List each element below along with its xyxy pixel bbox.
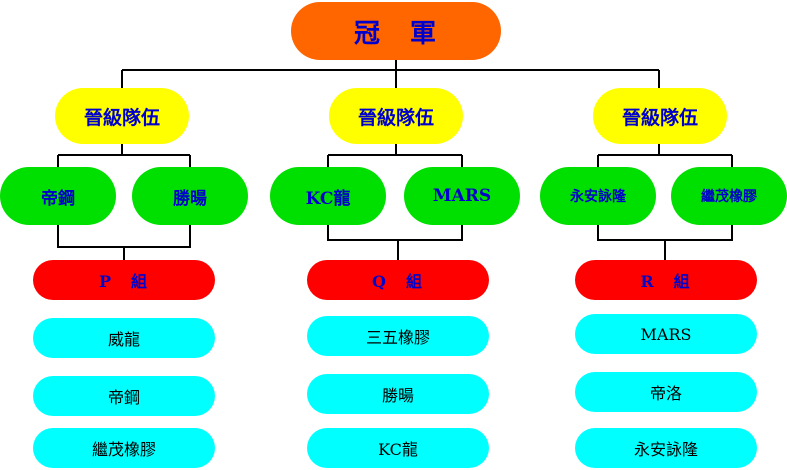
group-member: 勝暘 [307,374,489,414]
group-member: 威龍 [33,318,215,358]
group-header-q: Q 組 [307,260,489,300]
connector-col1-top [57,144,191,167]
champion-node: 冠 軍 [291,2,501,60]
connector-col2-top [327,144,463,167]
connector-col2-bottom [327,225,463,260]
group-member: 三五橡膠 [307,316,489,356]
connector-col3-bottom [597,225,733,260]
team-node-col1-left: 帝鋼 [0,167,116,225]
team-node-col3-right: 繼茂橡膠 [671,167,787,225]
promoted-node-col3: 晉級隊伍 [593,88,727,144]
team-node-col1-right: 勝暘 [132,167,248,225]
group-header-r: R 組 [575,260,757,300]
connector-col3-top [597,144,733,167]
team-node-col3-left: 永安詠隆 [540,167,656,225]
connector-champion [121,60,660,88]
group-member: MARS [575,314,757,354]
promoted-node-col1: 晉級隊伍 [55,88,189,144]
team-node-col2-right: MARS [404,167,520,225]
group-member: 永安詠隆 [575,428,757,468]
connector-col1-bottom [57,225,191,260]
group-member: KC龍 [307,428,489,468]
team-node-col2-left: KC龍 [270,167,386,225]
group-member: 帝鋼 [33,376,215,416]
group-member: 帝洛 [575,372,757,412]
group-header-p: P 組 [33,260,215,300]
group-member: 繼茂橡膠 [33,428,215,468]
promoted-node-col2: 晉級隊伍 [329,88,463,144]
